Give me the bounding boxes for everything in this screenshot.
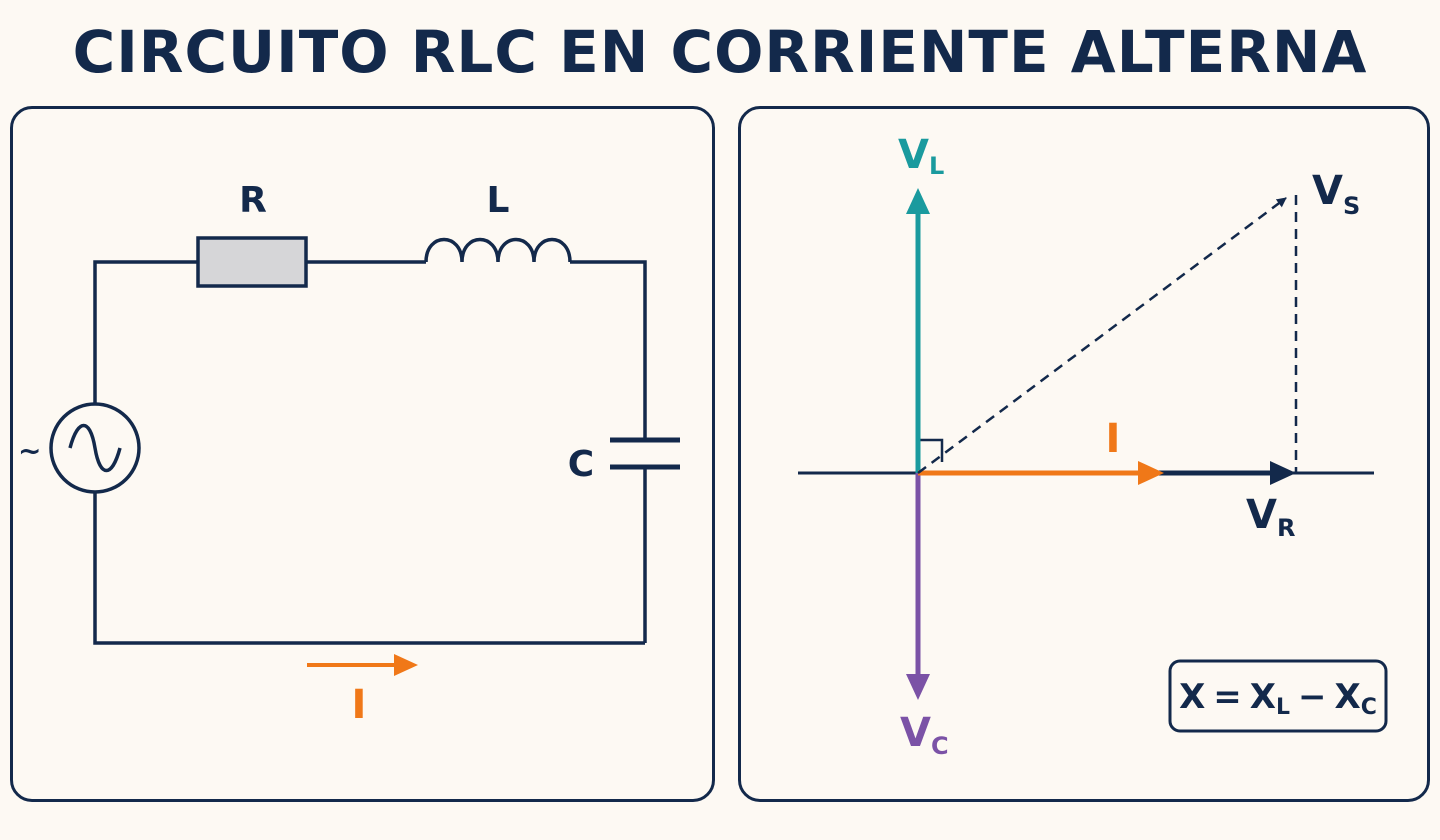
capacitor-symbol xyxy=(610,437,680,470)
resistor-label: R xyxy=(239,180,267,221)
vl-label: VL xyxy=(898,132,944,180)
inductor-symbol xyxy=(424,237,572,263)
vr-label: VR xyxy=(1246,492,1295,542)
vs-vector xyxy=(917,196,1287,475)
circuit-diagram xyxy=(93,260,647,645)
circuit-panel xyxy=(10,106,715,802)
ac-source-symbol xyxy=(49,402,141,494)
page-title: CIRCUITO RLC EN CORRIENTE ALTERNA xyxy=(72,18,1368,86)
capacitor-label: C xyxy=(568,444,594,485)
source-symbol-label: ~ xyxy=(18,434,41,467)
vs-label: VS xyxy=(1312,168,1360,220)
inductor-label: L xyxy=(487,180,510,221)
wire-top-left xyxy=(93,260,198,404)
phasor-current-label: I xyxy=(1106,416,1121,462)
reactance-formula: X=XL−XC xyxy=(1179,677,1377,720)
right-angle-marker xyxy=(918,438,944,462)
vc-vector xyxy=(906,473,930,700)
resistor-symbol xyxy=(196,236,308,288)
formula-box xyxy=(1168,659,1388,733)
circuit-current-label: I xyxy=(352,682,367,728)
wire-top-right xyxy=(570,260,647,440)
vl-vector xyxy=(906,188,930,473)
vc-label: VC xyxy=(900,710,949,760)
circuit-current-arrow xyxy=(307,654,418,676)
phasor-current-arrow xyxy=(918,461,1164,485)
sine-wave-icon xyxy=(68,424,122,472)
wire-bottom xyxy=(93,492,645,645)
